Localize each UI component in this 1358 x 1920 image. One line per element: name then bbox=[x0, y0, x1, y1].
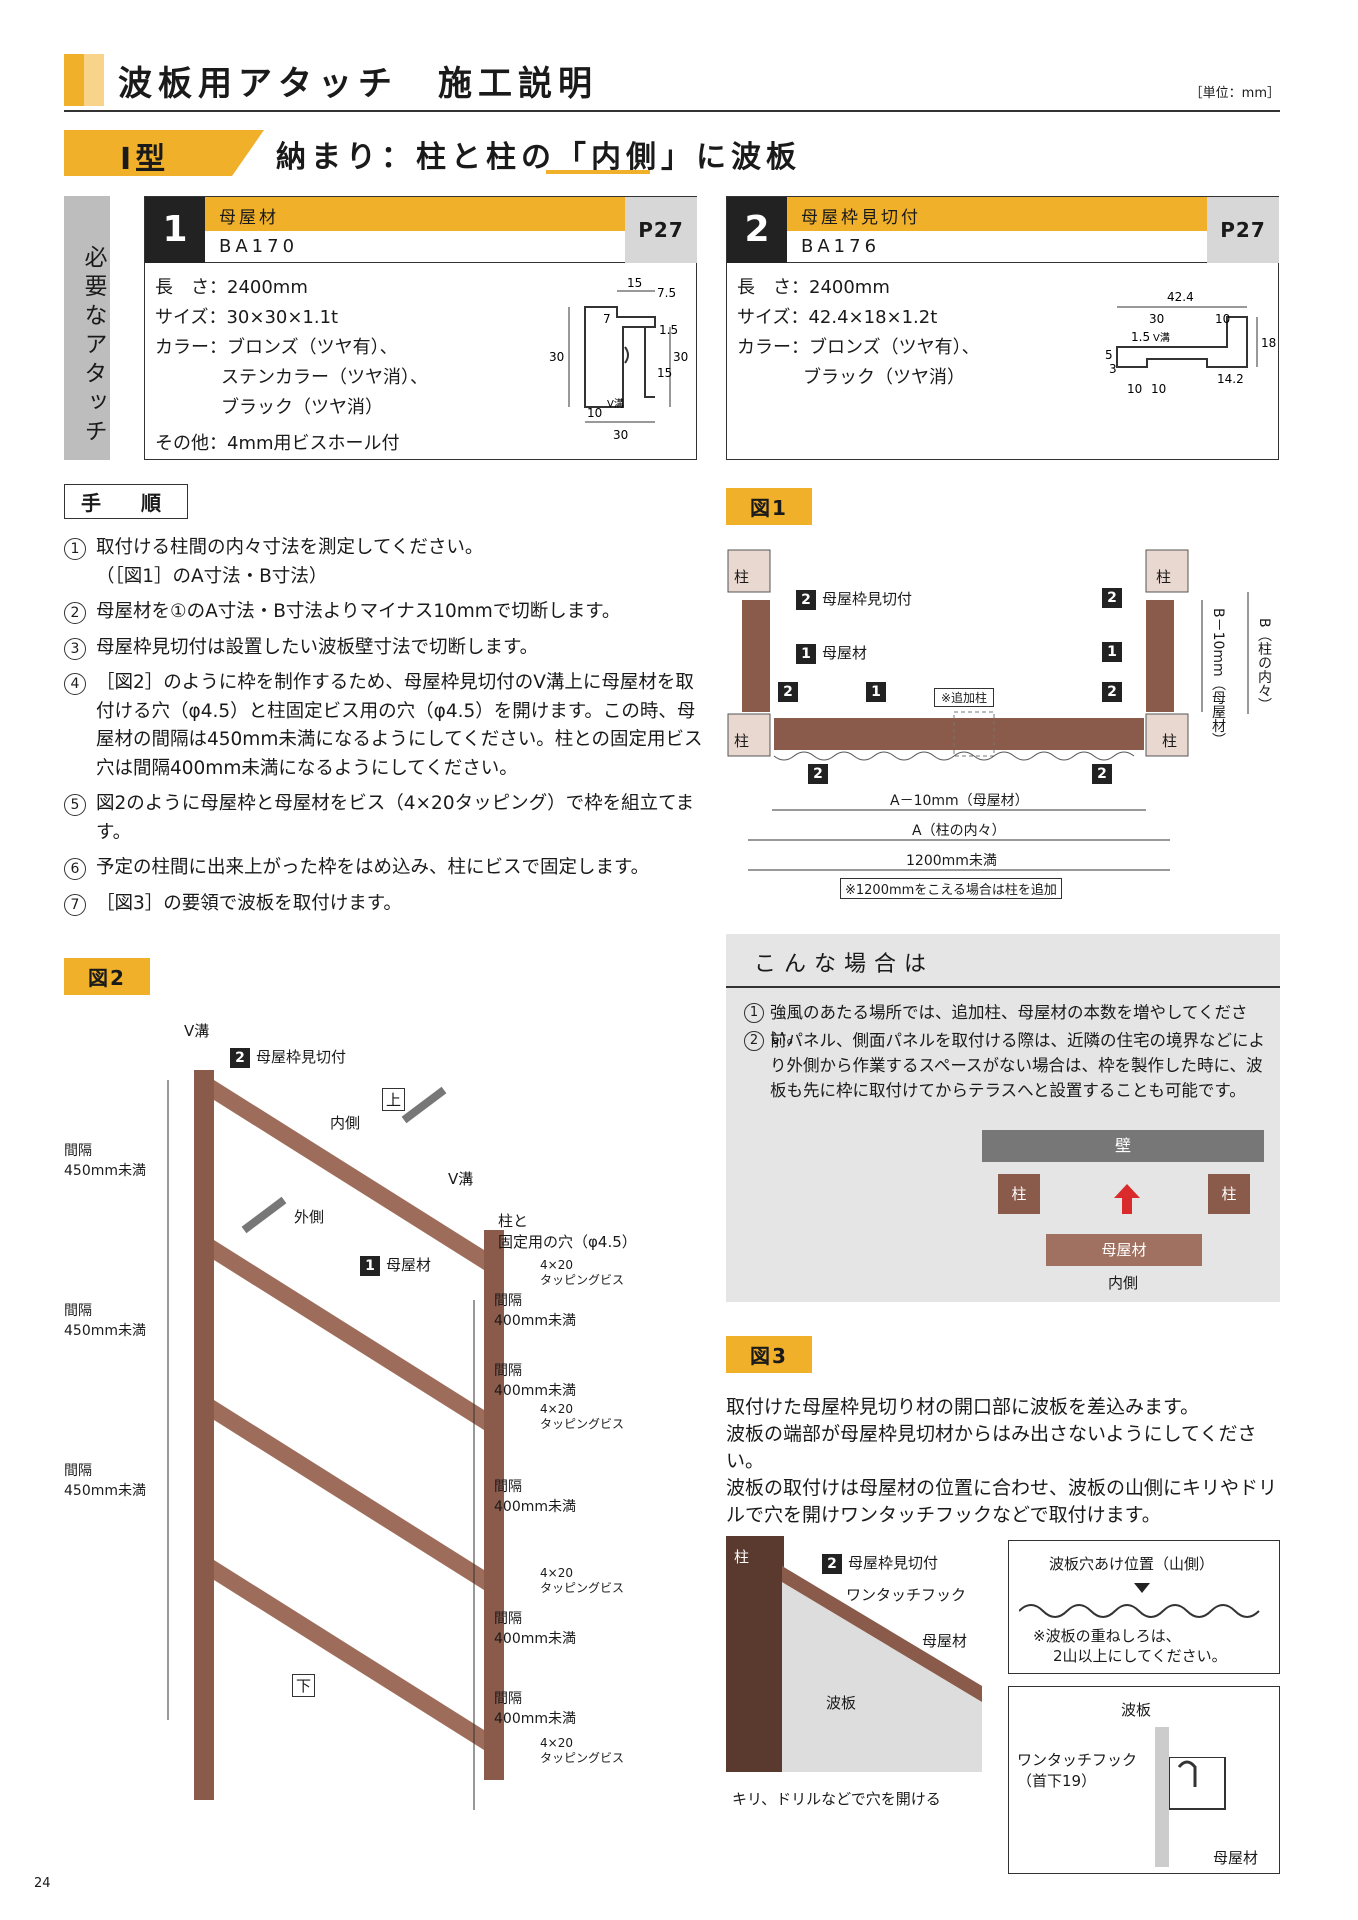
fig3-drill-note: キリ、ドリルなどで穴を開ける bbox=[732, 1790, 941, 1808]
svg-text:7: 7 bbox=[603, 312, 611, 326]
fig1-dim-1200: 1200mm未満 bbox=[906, 853, 997, 869]
title-rule bbox=[64, 110, 1280, 112]
step-4: 4［図2］のように枠を制作するため、母屋枠見切付のV溝上に母屋材を取付ける穴（φ… bbox=[64, 669, 704, 783]
fig2-down: 下 bbox=[292, 1674, 316, 1697]
tips-title: こんな場合は bbox=[754, 952, 935, 977]
fig1-plan-drawing bbox=[727, 549, 1249, 871]
part-number: 2 bbox=[727, 197, 787, 263]
svg-text:15: 15 bbox=[627, 276, 642, 290]
fig2-vgroove-top: V溝 bbox=[184, 1022, 210, 1040]
up-arrow-icon bbox=[1114, 1184, 1140, 1214]
svg-text:18: 18 bbox=[1261, 336, 1276, 350]
svg-text:10: 10 bbox=[1215, 312, 1230, 326]
fig2-tab: 図2 bbox=[64, 958, 150, 995]
svg-text:10: 10 bbox=[1127, 382, 1142, 396]
fig3-hole-position-box: 波板穴あけ位置（山側） ※波板の重ねしろは、 2山以上にしてください。 bbox=[1008, 1540, 1280, 1674]
case-pillar-left: 柱 bbox=[998, 1174, 1040, 1214]
svg-text:10: 10 bbox=[1151, 382, 1166, 396]
unit-note: ［単位：mm］ bbox=[1189, 86, 1280, 101]
part-card-2: 2 母屋枠見切付 BA176 P27 長 さ：2400mm サイズ：42.4×1… bbox=[726, 196, 1279, 460]
part-specs: 長 さ：2400mm サイズ：42.4×18×1.2t カラー：ブロンズ（ツヤ有… bbox=[737, 277, 980, 388]
fig3-tab: 図3 bbox=[726, 1336, 812, 1373]
fig2-up: 上 bbox=[382, 1088, 406, 1111]
fig1-dim-a10: A－10mm（母屋材） bbox=[890, 793, 1029, 809]
step-7: 7［図3］の要領で波板を取付けます。 bbox=[64, 890, 704, 919]
case-beam: 母屋材 bbox=[1046, 1234, 1202, 1266]
fig2-outside: 外側 bbox=[294, 1208, 325, 1226]
fig2-inside: 内側 bbox=[330, 1114, 361, 1132]
fig2-frame-drawing bbox=[167, 1070, 504, 1810]
wall-label: 壁 bbox=[982, 1130, 1264, 1162]
part-card-1: 1 母屋材 BA170 P27 長 さ：2400mm サイズ：30×30×1.1… bbox=[144, 196, 697, 460]
fig1-dim-b: B（柱の内々） bbox=[1256, 618, 1272, 712]
svg-text:V溝: V溝 bbox=[607, 397, 624, 410]
corrugated-sheet-icon bbox=[1019, 1583, 1260, 1618]
procedure-title: 手 順 bbox=[64, 484, 188, 519]
fig1-tab: 図1 bbox=[726, 488, 812, 525]
fig2-fix-hole: 柱と固定用の穴（φ4.5） bbox=[498, 1212, 637, 1251]
page-number: 24 bbox=[34, 1876, 51, 1891]
svg-text:1.5: 1.5 bbox=[659, 323, 678, 337]
part-name: 母屋材 bbox=[205, 197, 625, 231]
svg-text:30: 30 bbox=[613, 428, 628, 442]
fig1-extra-pillar: ※追加柱 bbox=[934, 688, 995, 707]
page-title: 波板用アタッチ 施工説明 bbox=[118, 64, 598, 104]
headline-underline bbox=[546, 170, 650, 174]
svg-text:10: 10 bbox=[587, 406, 602, 420]
fig3-description: 取付けた母屋枠見切り材の開口部に波板を差込みます。 波板の端部が母屋枠見切材から… bbox=[726, 1396, 1278, 1526]
profile-drawing-ba170: 15 7.5 7 1.5 30 30 15 10 V溝 30 bbox=[549, 276, 688, 442]
svg-text:V溝: V溝 bbox=[1153, 331, 1170, 344]
svg-text:14.2: 14.2 bbox=[1217, 372, 1244, 386]
svg-text:3: 3 bbox=[1109, 362, 1117, 376]
fig2-vgroove-right: V溝 bbox=[448, 1170, 474, 1188]
svg-text:42.4: 42.4 bbox=[1167, 290, 1194, 304]
part-code: BA170 bbox=[205, 231, 625, 263]
svg-text:7.5: 7.5 bbox=[657, 286, 676, 300]
svg-text:5: 5 bbox=[1105, 348, 1113, 362]
part-page: P27 bbox=[625, 197, 697, 263]
svg-text:30: 30 bbox=[549, 350, 564, 364]
title-accent-bar-light bbox=[84, 54, 104, 106]
part-code: BA176 bbox=[787, 231, 1207, 263]
part-number: 1 bbox=[145, 197, 205, 263]
type-tab: Ⅰ型 bbox=[64, 130, 264, 176]
profile-drawing-ba176: 42.4 30 10 1.5 V溝 18 5 3 10 10 14.2 bbox=[1105, 290, 1276, 396]
hook-icon bbox=[1169, 1757, 1226, 1810]
svg-text:15: 15 bbox=[657, 366, 672, 380]
fig3-hook-detail-box: 波板 ワンタッチフック（首下19） 母屋材 bbox=[1008, 1686, 1280, 1874]
part-specs: 長 さ：2400mm サイズ：30×30×1.1t カラー：ブロンズ（ツヤ有）、… bbox=[155, 277, 428, 454]
svg-text:30: 30 bbox=[673, 350, 688, 364]
part-page: P27 bbox=[1207, 197, 1279, 263]
case-inside: 内側 bbox=[1108, 1274, 1139, 1292]
section-headline: 納まり：柱と柱の「内側」に波板 bbox=[276, 140, 801, 175]
fig1-dim-b10: B－10mm（母屋材） bbox=[1210, 608, 1226, 747]
case-pillar-right: 柱 bbox=[1208, 1174, 1250, 1214]
part-name: 母屋枠見切付 bbox=[787, 197, 1207, 231]
svg-text:30: 30 bbox=[1149, 312, 1164, 326]
svg-text:1.5: 1.5 bbox=[1131, 330, 1150, 344]
fig1-note-1200: ※1200mmをこえる場合は柱を追加 bbox=[840, 878, 1062, 899]
required-attach-label: 必要なアタッチ bbox=[64, 196, 110, 460]
fig1-dim-a: A（柱の内々） bbox=[912, 823, 1006, 839]
